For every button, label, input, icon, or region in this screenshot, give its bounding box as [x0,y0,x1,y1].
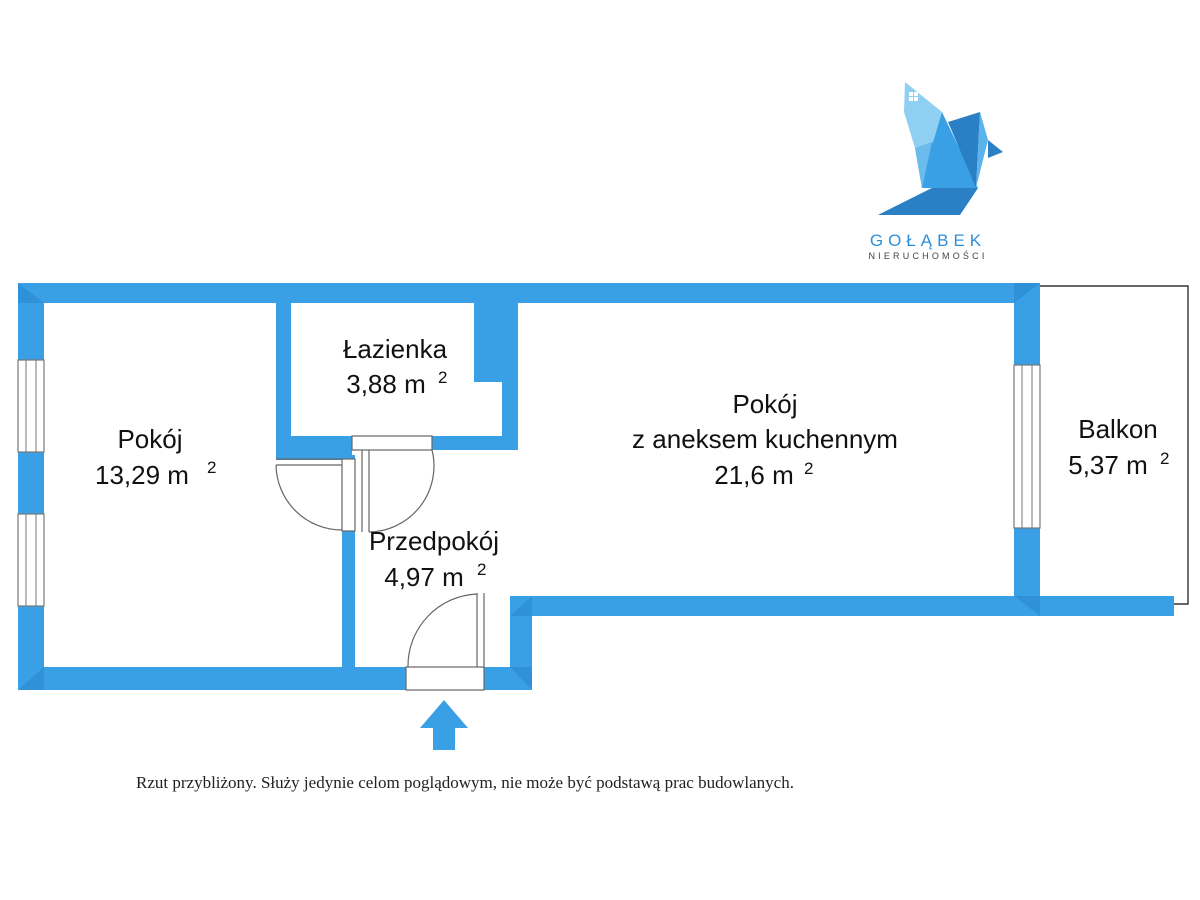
brand-logo: GOŁĄBEK NIERUCHOMOŚCI [868,82,1003,261]
room-area: 4,97 m [384,562,464,592]
brand-name: GOŁĄBEK [870,231,986,250]
room-area-unit: 2 [207,458,216,477]
room-area-unit: 2 [804,459,813,478]
room-area-unit: 2 [438,368,447,387]
window-right [1013,364,1041,529]
room-area: 21,6 m [714,460,794,490]
room-area-unit: 2 [477,560,486,579]
brand-tagline: NIERUCHOMOŚCI [868,250,987,261]
room-area: 3,88 m [346,369,426,399]
walls [18,283,1174,690]
window-left-bottom [17,513,45,607]
room-label-balkon: Balkon 5,37 m 2 [1068,414,1169,480]
door-bathroom [351,435,435,533]
room-name: Balkon [1078,414,1158,444]
room-label-pokoj: Pokój 13,29 m 2 [95,424,216,490]
room-label-przedpokoj: Przedpokój 4,97 m 2 [369,526,499,592]
balcony-outline [1040,285,1189,605]
door-room [275,458,356,532]
window-left-top [17,359,45,453]
room-name-line2: z aneksem kuchennym [632,424,898,454]
origami-dove-house-icon [878,82,1003,215]
room-name: Pokój [732,389,797,419]
room-name: Przedpokój [369,526,499,556]
disclaimer-text: Rzut przybliżony. Służy jedynie celom po… [136,773,794,792]
room-name: Łazienka [343,334,448,364]
room-area: 13,29 m [95,460,189,490]
room-area: 5,37 m [1068,450,1148,480]
arrow-up-icon [420,700,468,750]
room-label-lazienka: Łazienka 3,88 m 2 [343,334,448,399]
room-area-unit: 2 [1160,449,1169,468]
room-name: Pokój [117,424,182,454]
wall-corner-accents [18,283,1040,690]
door-entrance [405,593,485,691]
room-label-pokoj-aneks: Pokój z aneksem kuchennym 21,6 m 2 [632,389,898,490]
